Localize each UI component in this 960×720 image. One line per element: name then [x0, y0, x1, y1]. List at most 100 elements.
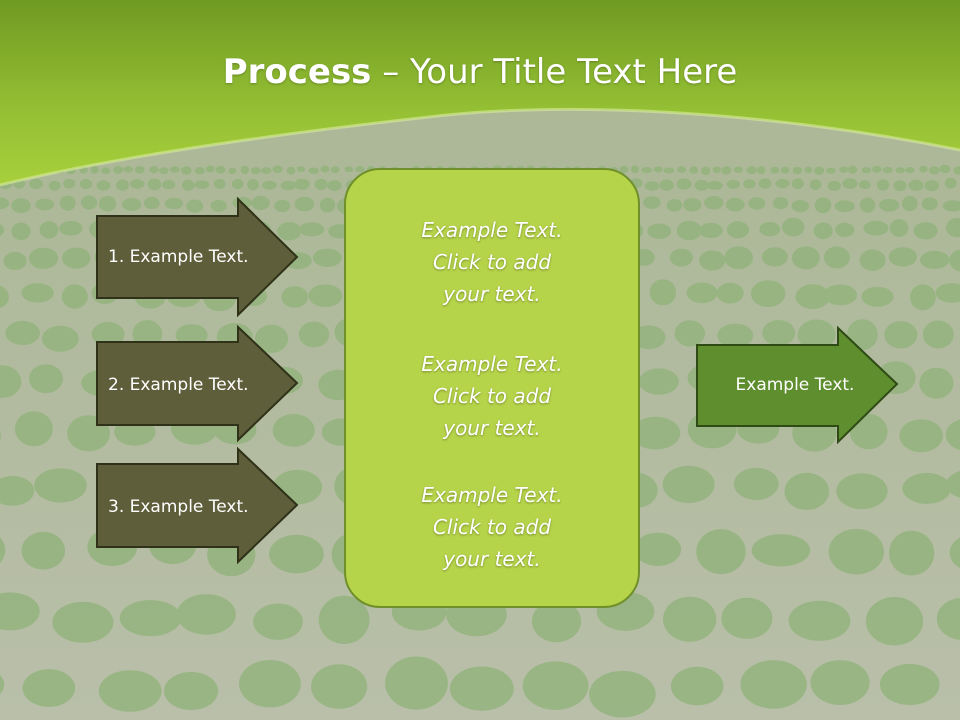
lettuce-clump [59, 221, 83, 236]
lettuce-clump [134, 166, 145, 174]
lettuce-clump [922, 320, 954, 349]
lettuce-clump [330, 166, 340, 174]
lettuce-clump [743, 179, 756, 189]
lettuce-clump [344, 166, 354, 173]
lettuce-clump [14, 411, 53, 447]
lettuce-clump [725, 197, 745, 212]
lettuce-clump [298, 321, 330, 348]
lettuce-clump [835, 222, 855, 237]
lettuce-clump [186, 199, 204, 213]
lettuce-clump [147, 178, 162, 191]
lettuce-clump [748, 197, 766, 210]
lettuce-clump [81, 195, 98, 210]
lettuce-clump [277, 222, 302, 241]
lettuce-clump [11, 198, 31, 214]
left-arrow-1[interactable]: 1. Example Text. [96, 196, 299, 318]
lettuce-clump [895, 167, 905, 174]
lettuce-clump [683, 198, 702, 212]
lettuce-clump [721, 597, 773, 640]
lettuce-clump [762, 320, 796, 346]
lettuce-clump [788, 600, 851, 641]
lettuce-clump [804, 166, 813, 173]
lettuce-clump [699, 250, 726, 271]
lettuce-clump [96, 180, 111, 191]
right-arrow[interactable]: Example Text. [696, 325, 899, 445]
lettuce-clump [272, 165, 283, 174]
lettuce-clump [674, 320, 705, 347]
lettuce-clump [888, 247, 918, 267]
lettuce-clump [113, 166, 124, 174]
lettuce-clump [893, 180, 907, 192]
lettuce-clump [11, 222, 31, 241]
lettuce-clump [0, 197, 10, 210]
lettuce-clump [0, 431, 1, 442]
center-line: your text. [443, 282, 541, 306]
lettuce-clump [205, 165, 215, 173]
lettuce-clump [52, 601, 114, 643]
lettuce-clump [5, 320, 40, 346]
lettuce-clump [311, 664, 368, 709]
lettuce-clump [792, 166, 803, 175]
lettuce-clump [644, 181, 660, 191]
lettuce-clump [920, 250, 950, 269]
lettuce-clump [935, 283, 960, 303]
lettuce-clump [717, 323, 754, 348]
title-rest: – Your Title Text Here [371, 52, 738, 92]
left-arrow-3[interactable]: 3. Example Text. [96, 446, 299, 566]
lettuce-clump [724, 246, 753, 270]
slide-title[interactable]: Process – Your Title Text Here [0, 52, 960, 92]
lettuce-clump [946, 471, 960, 498]
lettuce-clump [889, 530, 935, 576]
lettuce-clump [781, 166, 790, 174]
lettuce-clump [847, 319, 878, 350]
lettuce-clump [946, 218, 960, 238]
lettuce-clump [41, 325, 79, 352]
lettuce-clump [746, 166, 757, 175]
lettuce-clump [247, 179, 259, 191]
lettuce-clump [638, 368, 679, 395]
lettuce-clump [29, 364, 63, 394]
lettuce-clump [181, 166, 192, 175]
lettuce-clump [101, 167, 111, 175]
lettuce-clump [669, 248, 693, 267]
lettuce-clump [449, 666, 514, 711]
lettuce-clump [663, 596, 717, 642]
lettuce-clump [928, 166, 940, 175]
lettuce-clump [631, 416, 681, 450]
lettuce-clump [761, 247, 788, 267]
lettuce-clump [716, 282, 744, 304]
center-text-box[interactable]: Example Text. Click to add your text. Ex… [344, 168, 640, 608]
lettuce-clump [308, 167, 319, 174]
lettuce-clump [129, 179, 145, 189]
lettuce-clump [0, 365, 22, 398]
lettuce-clump [861, 167, 872, 174]
lettuce-clump [319, 197, 336, 213]
lettuce-clump [29, 178, 43, 190]
lettuce-clump [699, 222, 723, 239]
lettuce-clump [62, 247, 91, 269]
lettuce-clump [115, 179, 129, 191]
lettuce-clump [59, 195, 76, 211]
lettuce-clump [849, 413, 888, 450]
lettuce-clump [48, 180, 61, 191]
lettuce-clump [21, 283, 54, 303]
lettuce-clump [936, 598, 960, 640]
lettuce-clump [0, 537, 6, 564]
center-line: Click to add [432, 384, 552, 408]
lettuce-clump [0, 285, 9, 309]
left-arrow-2[interactable]: 2. Example Text. [96, 324, 299, 444]
lettuce-clump [848, 165, 858, 174]
lettuce-clump [641, 167, 653, 174]
lettuce-clump [619, 165, 629, 174]
lettuce-clump [0, 675, 5, 694]
lettuce-clump [194, 166, 205, 175]
lettuce-clump [944, 177, 957, 189]
lettuce-clump [318, 595, 370, 645]
lettuce-clump [228, 167, 237, 175]
lettuce-clump [676, 178, 692, 190]
lettuce-clump [643, 196, 661, 209]
lettuce-clump [773, 197, 789, 210]
lettuce-clump [814, 197, 832, 214]
lettuce-clump [899, 419, 943, 453]
lettuce-clump [280, 180, 297, 191]
